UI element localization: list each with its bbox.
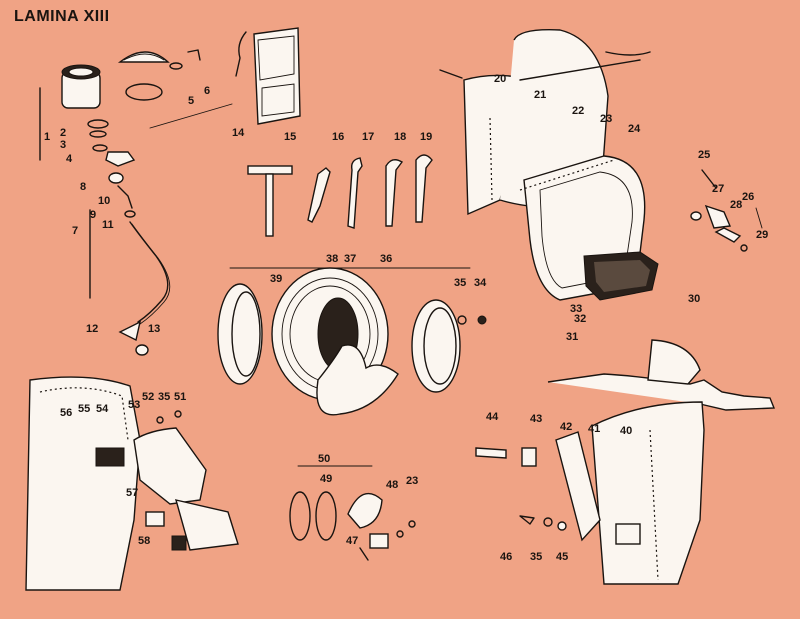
- callout-1: 1: [44, 131, 50, 143]
- callout-4: 4: [66, 153, 73, 165]
- callout-38: 38: [326, 253, 338, 265]
- callout-56: 56: [60, 407, 72, 419]
- callout-49: 49: [320, 473, 332, 485]
- callout-23: 23: [600, 113, 612, 125]
- callout-25: 25: [698, 149, 710, 161]
- callout-8: 8: [80, 181, 86, 193]
- plate-title: LAMINA XIII: [14, 8, 110, 25]
- callout-44: 44: [486, 411, 499, 423]
- callout-21: 21: [534, 89, 546, 101]
- callout-23b: 23: [406, 475, 418, 487]
- callout-9: 9: [90, 209, 96, 221]
- callout-52: 52: [142, 391, 154, 403]
- speedometer-assembly: [39, 49, 233, 167]
- callout-10: 10: [98, 195, 110, 207]
- callout-36: 36: [380, 253, 392, 265]
- callout-29: 29: [756, 229, 768, 241]
- callout-55: 55: [78, 403, 90, 415]
- callout-58: 58: [138, 535, 150, 547]
- callout-20: 20: [494, 73, 506, 85]
- callout-43: 43: [530, 413, 542, 425]
- callout-35c: 35: [530, 551, 542, 563]
- callout-50: 50: [318, 453, 330, 465]
- callout-34: 34: [474, 277, 487, 289]
- callout-41: 41: [588, 423, 600, 435]
- tool-kit: [247, 154, 433, 237]
- callout-26: 26: [742, 191, 754, 203]
- callout-35b: 35: [158, 391, 170, 403]
- callout-51: 51: [174, 391, 186, 403]
- callout-46: 46: [500, 551, 512, 563]
- callout-39: 39: [270, 273, 282, 285]
- horn-bracket-parts: [289, 465, 416, 561]
- callout-14: 14: [232, 127, 245, 139]
- callout-35: 35: [454, 277, 466, 289]
- glovebox-panel: [235, 27, 301, 125]
- callout-53: 53: [128, 399, 140, 411]
- callout-54: 54: [96, 403, 109, 415]
- front-frame-lower: [475, 339, 776, 585]
- latch-parts: [690, 169, 763, 252]
- callout-31: 31: [566, 331, 578, 343]
- callout-7: 7: [72, 225, 78, 237]
- glovebox-door: [519, 155, 659, 301]
- callout-6: 6: [204, 85, 210, 97]
- callout-15: 15: [284, 131, 296, 143]
- callout-24: 24: [628, 123, 641, 135]
- callout-2: 2: [60, 127, 66, 139]
- callout-33: 33: [570, 303, 582, 315]
- callout-27: 27: [712, 183, 724, 195]
- callout-37: 37: [344, 253, 356, 265]
- callout-11: 11: [102, 219, 114, 231]
- callout-12: 12: [86, 323, 98, 335]
- speedometer-cable: [89, 172, 171, 356]
- rear-legshield-lower: [25, 376, 239, 591]
- callout-45: 45: [556, 551, 568, 563]
- wheel-tyre-assembly: [217, 267, 487, 416]
- callout-30: 30: [688, 293, 700, 305]
- callout-5: 5: [188, 95, 194, 107]
- callout-13: 13: [148, 323, 160, 335]
- callout-57: 57: [126, 487, 138, 499]
- callout-48: 48: [386, 479, 398, 491]
- callout-32: 32: [574, 313, 586, 325]
- callout-40: 40: [620, 425, 632, 437]
- callout-22: 22: [572, 105, 584, 117]
- callout-18: 18: [394, 131, 406, 143]
- callout-42: 42: [560, 421, 572, 433]
- callout-47: 47: [346, 535, 358, 547]
- callout-3: 3: [60, 139, 66, 151]
- callout-28: 28: [730, 199, 742, 211]
- callout-16: 16: [332, 131, 344, 143]
- callout-19: 19: [420, 131, 432, 143]
- callout-17: 17: [362, 131, 374, 143]
- part-callouts: 1 2 3 4 5 6 7 8 9 10 11 12 13 14 15 16 1…: [44, 73, 768, 563]
